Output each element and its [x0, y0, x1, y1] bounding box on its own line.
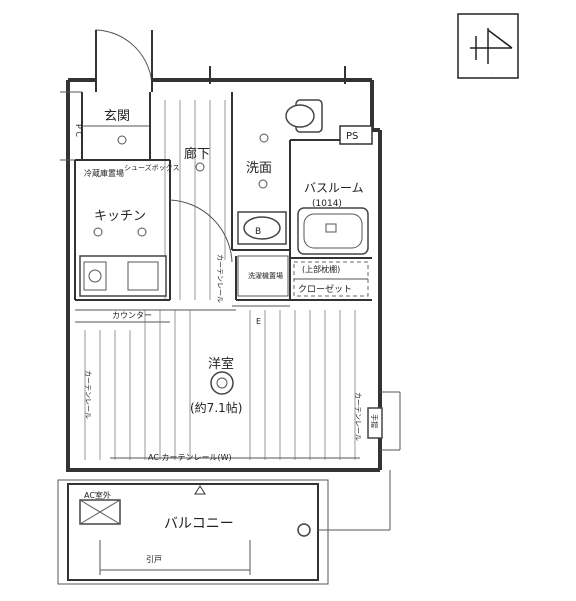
sliding-label: 引戸 — [146, 555, 162, 564]
fridge-label: 冷蔵庫置場 — [84, 168, 124, 178]
e-mark: E — [256, 317, 261, 326]
handrail-box — [367, 407, 383, 439]
wash-basin — [237, 211, 287, 245]
ac-outdoor-unit — [79, 499, 121, 525]
handrail-label: 手摺 — [370, 414, 379, 428]
shoe-box-label: シューズボックス — [124, 163, 179, 172]
entrance-label: 玄関 — [104, 109, 130, 124]
toilet — [285, 99, 323, 133]
closet — [293, 261, 369, 297]
curtain-rail-right-label: カーテンレール — [354, 392, 362, 441]
corridor-label: 廊下 — [184, 146, 210, 162]
ceiling-lights — [93, 133, 269, 395]
curtain-rail-w-label: AC カーテンレール(W) — [148, 453, 232, 462]
interior-walls — [74, 92, 372, 323]
upper-shelf-label: (上部枕棚) — [302, 264, 340, 274]
bathtub — [297, 207, 369, 255]
bathroom-label: バスルーム — [304, 181, 364, 195]
compass-label: N — [492, 73, 493, 75]
north-compass: N — [457, 13, 519, 79]
balcony — [57, 470, 391, 585]
bed-mark: B — [255, 227, 261, 237]
ps-label: PS — [346, 131, 358, 142]
kitchen-counter — [79, 255, 167, 297]
curtain-rail-mid-label: カーテンレール — [216, 254, 224, 303]
bathroom-size: (1014) — [312, 199, 342, 209]
curtain-rail-left-label: カーテンレール — [84, 370, 92, 419]
balcony-label: バルコニー — [164, 516, 234, 532]
washroom-label: 洗面 — [246, 161, 272, 176]
closet-label: クローゼット — [298, 283, 352, 295]
western-room-label: 洋室 — [208, 356, 234, 372]
counter-label: カウンター — [112, 311, 152, 320]
western-room-size: (約7.1帖) — [190, 400, 242, 415]
kitchen-label: キッチン — [94, 209, 146, 224]
pc-label: P C — [74, 124, 83, 137]
drain-icon — [297, 523, 311, 537]
ps-shaft: PS — [339, 125, 373, 145]
entrance-door — [95, 29, 153, 92]
outer-walls — [60, 66, 401, 472]
ac-outdoor-label: AC室外 — [84, 490, 111, 500]
laundry-label: 洗濯機置場 — [248, 271, 283, 280]
laundry-area — [237, 255, 289, 297]
